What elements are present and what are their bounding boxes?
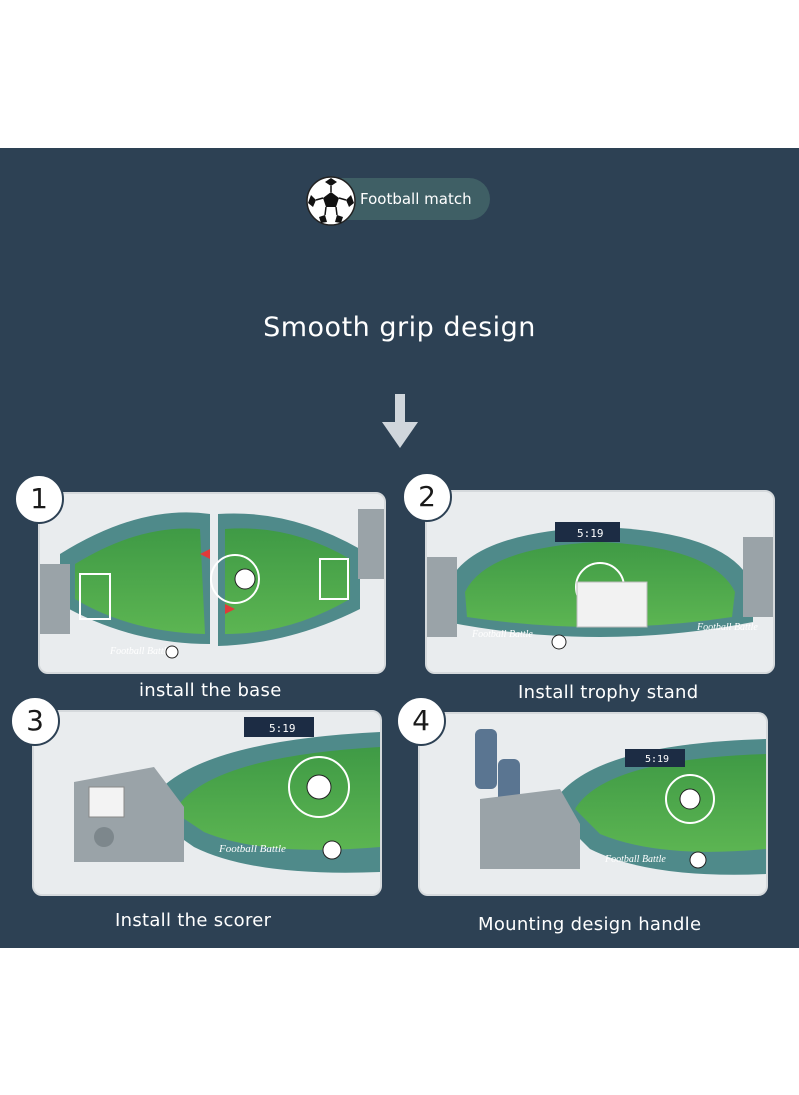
step-3-caption: Install the scorer (115, 910, 272, 931)
product-label-2: Football Battle (471, 629, 533, 640)
product-label-3: Football Battle (218, 843, 286, 855)
scoreboard-4: 5:19 (645, 754, 669, 765)
step-4-image: 5:19 Football Battle (418, 712, 768, 896)
step-1-number: 1 (14, 474, 64, 524)
down-arrow-icon (382, 394, 418, 448)
soccer-ball-icon (306, 176, 356, 226)
step-3-number: 3 (10, 696, 60, 746)
scoreboard-3: 5:19 (269, 722, 296, 735)
product-label-4: Football Battle (604, 854, 666, 865)
step-2-caption: Install trophy stand (518, 682, 699, 703)
step-4-number: 4 (396, 696, 446, 746)
step-2-number: 2 (402, 472, 452, 522)
product-label-1: Football Battle (109, 646, 171, 657)
scorer-illustration: 5:19 Football Battle (34, 712, 380, 894)
badge-label: Football match (360, 190, 472, 208)
product-label-2b: Football Battle (696, 622, 758, 633)
trophy-stand-illustration: 5:19 Football Battle Football Battle (427, 492, 773, 672)
handle-illustration: 5:19 Football Battle (420, 714, 766, 894)
step-2-image: 5:19 Football Battle Football Battle (425, 490, 775, 674)
step-4-caption: Mounting design handle (478, 914, 702, 935)
headline: Smooth grip design (263, 312, 536, 343)
step-3-image: 5:19 Football Battle (32, 710, 382, 896)
step-1-caption: install the base (139, 680, 282, 701)
pitch-base-illustration: Football Battle (40, 494, 384, 672)
scoreboard-2: 5:19 (577, 527, 604, 540)
step-1-image: Football Battle (38, 492, 386, 674)
